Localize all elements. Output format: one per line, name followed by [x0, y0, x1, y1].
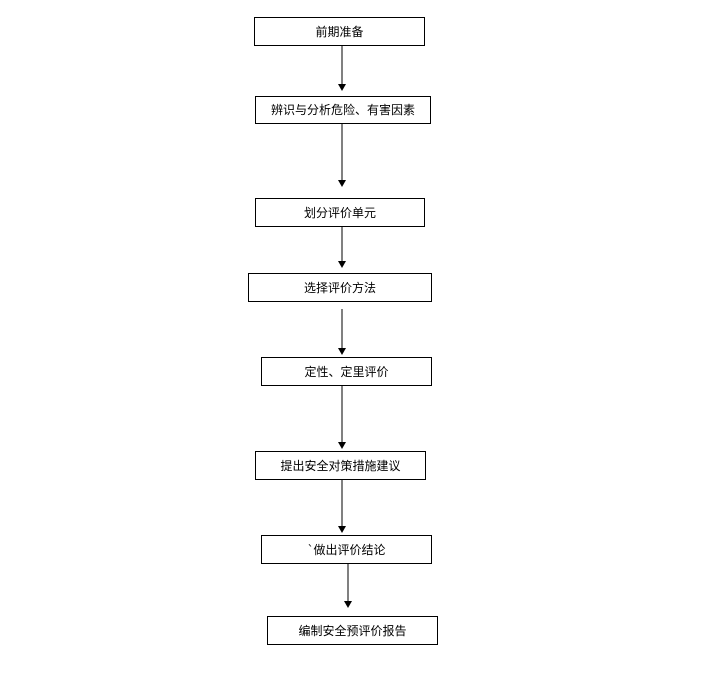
- step-label: `做出评价结论: [307, 542, 386, 557]
- step-evaluation-units-box: 划分评价单元: [255, 198, 425, 227]
- step-preparation-box: 前期准备: [254, 17, 425, 46]
- step-label: 划分评价单元: [303, 205, 376, 220]
- step-label: 提出安全对策措施建议: [280, 458, 401, 473]
- step-report-box: 编制安全预评价报告: [267, 616, 438, 645]
- step-label: 选择评价方法: [303, 280, 376, 295]
- step-conclusion-box: `做出评价结论: [261, 535, 432, 564]
- step-qualitative-quantitative-box: 定性、定里评价: [261, 357, 432, 386]
- step-label: 前期准备: [315, 24, 364, 39]
- step-label: 编制安全预评价报告: [298, 623, 407, 638]
- step-label: 定性、定里评价: [304, 364, 389, 379]
- step-safety-measures-box: 提出安全对策措施建议: [255, 451, 426, 480]
- step-select-method-box: 选择评价方法: [248, 273, 432, 302]
- step-label: 辨识与分析危险、有害因素: [270, 103, 415, 117]
- step-hazard-identification-box: 辨识与分析危险、有害因素: [255, 96, 431, 124]
